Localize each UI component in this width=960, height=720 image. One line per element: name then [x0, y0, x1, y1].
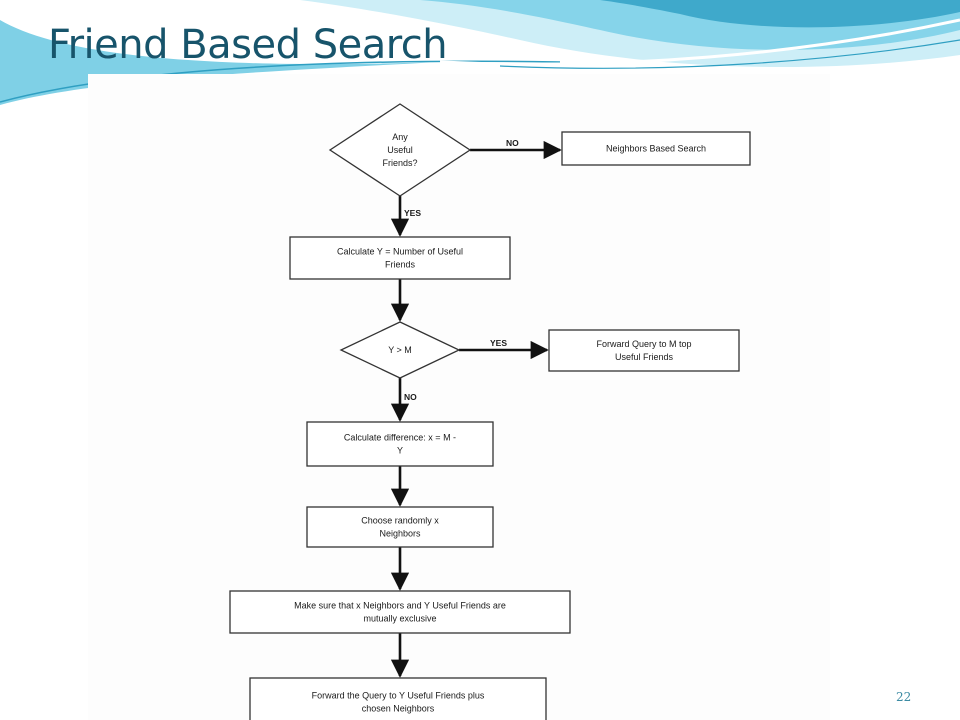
decision-diamond — [328, 103, 472, 197]
node-label-line: Y > M — [388, 345, 412, 355]
slide-title: Friend Based Search — [48, 22, 448, 68]
process-box — [289, 236, 511, 280]
process-box — [249, 677, 547, 720]
process-box — [561, 131, 751, 166]
node-neighbors-based-search: Neighbors Based Search — [561, 131, 751, 166]
decision-diamond — [339, 321, 461, 379]
node-y-greater-m-decision: Y > M — [339, 321, 461, 379]
edge-label: NO — [404, 392, 417, 402]
node-label-line: Forward Query to M top — [596, 339, 691, 349]
edge-useful-friends-decision-to-calculate-y: YES — [390, 196, 421, 237]
wave-stroke-3 — [499, 39, 960, 69]
process-box — [306, 421, 494, 467]
page-number: 22 — [896, 690, 912, 704]
node-label-line: Friends? — [382, 158, 417, 168]
node-label-line: chosen Neighbors — [362, 704, 435, 714]
edge-label: YES — [404, 208, 421, 218]
node-label-line: Forward the Query to Y Useful Friends pl… — [312, 691, 485, 701]
node-choose-randomly: Choose randomly x Neighbors — [306, 506, 494, 548]
node-make-sure-exclusive: Make sure that x Neighbors and Y Useful … — [229, 590, 571, 634]
node-label-line: Friends — [385, 260, 416, 270]
node-label-line: Y — [397, 446, 403, 456]
node-label-line: Neighbors Based Search — [606, 144, 706, 154]
edge-label: NO — [506, 138, 519, 148]
node-forward-to-y-plus-neighbors: Forward the Query to Y Useful Friends pl… — [249, 677, 547, 720]
node-label-line: mutually exclusive — [363, 614, 436, 624]
wave-stroke-2 — [439, 18, 960, 66]
process-box — [306, 506, 494, 548]
node-label-line: Useful — [387, 145, 413, 155]
edge-useful-friends-decision-to-neighbors-based-search: NO — [470, 138, 562, 160]
node-label-line: Useful Friends — [615, 352, 674, 362]
edge-label: YES — [490, 338, 507, 348]
node-label-line: Calculate Y = Number of Useful — [337, 247, 463, 257]
node-label-line: Choose randomly x — [361, 516, 439, 526]
wave-dark — [600, 0, 960, 28]
wave-stroke-1 — [0, 60, 561, 103]
node-label-line: Make sure that x Neighbors and Y Useful … — [294, 601, 506, 611]
edge-y-greater-m-decision-to-forward-to-m-top: YES — [459, 338, 549, 360]
process-box — [229, 590, 571, 634]
node-label-line: Neighbors — [379, 529, 421, 539]
edges-layer: NO YES YES NO — [390, 138, 562, 678]
edge-y-greater-m-decision-to-calculate-difference: NO — [390, 378, 417, 422]
node-label-line: Any — [392, 132, 408, 142]
node-calculate-difference: Calculate difference: x = M - Y — [306, 421, 494, 467]
node-label-line: Calculate difference: x = M - — [344, 433, 456, 443]
process-box — [548, 329, 740, 372]
